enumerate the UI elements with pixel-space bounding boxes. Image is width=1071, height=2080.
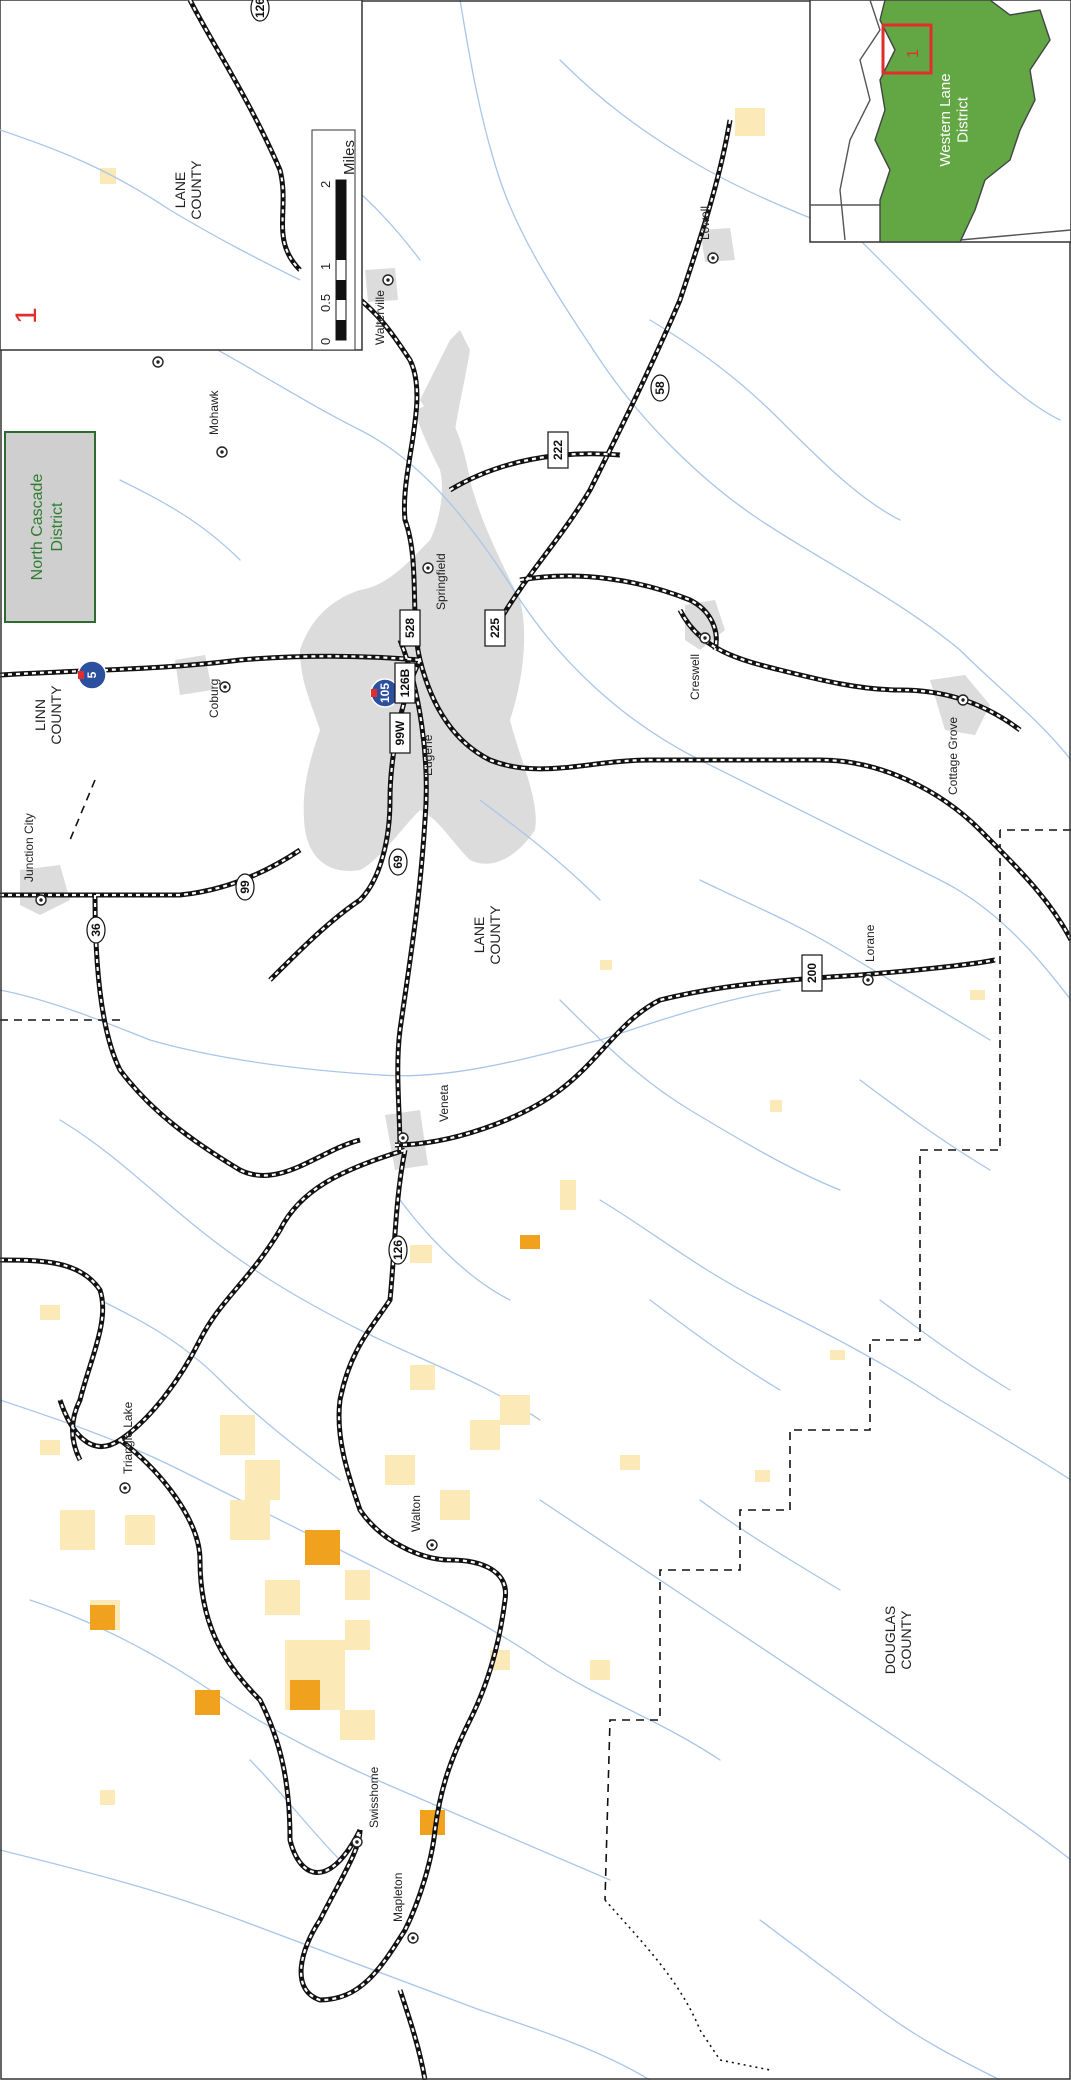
svg-text:99W: 99W — [393, 720, 407, 745]
mapleton-dot — [407, 1932, 419, 1944]
lowell-dot — [707, 252, 719, 264]
junction-city-urban-area — [20, 865, 70, 915]
western-lane-district-shape — [874, 0, 1051, 243]
junction-city-label: Junction City — [22, 813, 36, 882]
svg-text:126B: 126B — [398, 668, 412, 697]
svg-text:5: 5 — [85, 671, 99, 678]
interstate-105-shield: 105 — [370, 678, 400, 708]
swisshome-dot — [351, 1836, 363, 1848]
highway-99w-shield: 99W — [389, 712, 411, 754]
managed-parcels — [40, 108, 985, 1835]
svg-text:225: 225 — [488, 618, 502, 638]
svg-text:69: 69 — [391, 855, 405, 869]
mapleton-label: Mapleton — [391, 1873, 405, 1922]
highway-222-shield: 222 — [547, 431, 569, 469]
cottage-grove-urban-area — [930, 675, 990, 735]
highway-36-shield: 36 — [86, 916, 106, 944]
walterville-dot — [382, 274, 394, 286]
mohawk-dot — [216, 446, 228, 458]
scale-panel-box — [0, 0, 363, 351]
lowell-urban-area — [700, 228, 735, 262]
county-label-lane: LANECOUNTY — [471, 905, 503, 965]
mohawk-label: Mohawk — [207, 389, 221, 435]
locator-page-box — [881, 23, 933, 75]
highway-shields: 126 5 58 222 528 225 105 — [77, 0, 823, 1265]
triangle-lake-label: Triangle Lake — [121, 1401, 135, 1474]
svg-text:222: 222 — [551, 440, 565, 460]
north-cascade-district-line1: North Cascade — [29, 474, 46, 581]
county-label-douglas: DOUGLASCOUNTY — [882, 1606, 914, 1674]
svg-text:200: 200 — [805, 963, 819, 983]
scale-tick-0: 0 — [318, 338, 333, 345]
highway-528-shield: 528 — [399, 609, 421, 647]
svg-text:126: 126 — [391, 1240, 405, 1260]
scale-bar-box — [311, 129, 356, 351]
svg-text:36: 36 — [89, 923, 103, 937]
highway-99-shield: 99 — [235, 873, 255, 901]
svg-text:126: 126 — [253, 0, 267, 18]
lorane-label: Lorane — [863, 924, 877, 962]
county-label-lane-inset: LANECOUNTY — [172, 160, 204, 220]
svg-text:99: 99 — [238, 880, 252, 894]
city-labels: Walterville Lowell Mohawk Coburg Springf… — [22, 206, 960, 1922]
springfield-label: Springfield — [434, 553, 448, 610]
walton-label: Walton — [409, 1495, 423, 1532]
walton-dot — [426, 1539, 438, 1551]
neighbor-district: North Cascade District — [4, 431, 96, 623]
springfield-urban-area — [420, 330, 470, 430]
county-boundaries — [0, 779, 1071, 2071]
locator-district-label: Western LaneDistrict — [937, 73, 971, 166]
locator-page-marker: 1 — [905, 49, 922, 58]
coburg-label: Coburg — [207, 679, 221, 718]
veneta-dot — [397, 1132, 409, 1144]
highway-69-shield: 69 — [388, 848, 408, 876]
svg-text:528: 528 — [403, 618, 417, 638]
cottage-grove-label: Cottage Grove — [946, 717, 960, 795]
locator-inset: 1 Western LaneDistrict — [809, 0, 1071, 243]
scale-tick-2: 2 — [318, 181, 333, 188]
county-labels: LANECOUNTY LINNCOUNTY DOUGLASCOUNTY — [32, 685, 914, 1674]
north-cascade-district-line2: District — [49, 502, 66, 551]
scale-unit-label: Miles — [341, 140, 358, 175]
lowell-label: Lowell — [698, 206, 712, 240]
highway-126b-shield: 126B — [394, 662, 416, 704]
walterville-label: Walterville — [373, 290, 387, 345]
highway-126-shield-top: 126 — [250, 0, 270, 22]
veneta-label: Veneta — [437, 1084, 451, 1122]
cottage-grove-dot — [957, 694, 969, 706]
junction-city-dot — [35, 894, 47, 906]
north-cascade-district-area — [4, 431, 96, 623]
scale-panel: 1 LANECOUNTY 0 0.5 1 2 Miles — [0, 0, 363, 351]
page-number: 1 — [10, 307, 43, 324]
swisshome-label: Swisshome — [367, 1766, 381, 1828]
extra-city-dot — [152, 356, 164, 368]
springfield-dot — [422, 562, 434, 574]
creswell-dot — [699, 632, 711, 644]
highway-58-shield: 58 — [650, 374, 670, 402]
svg-text:105: 105 — [378, 683, 392, 703]
scale-tick-1: 1 — [318, 263, 333, 270]
eugene-label: Eugene — [421, 734, 435, 776]
lorane-dot — [862, 974, 874, 986]
interstate-5-shield: 5 — [77, 660, 107, 690]
triangle-lake-dot — [119, 1482, 131, 1494]
scale-tick-0-5: 0.5 — [318, 294, 333, 312]
highway-225-shield: 225 — [484, 609, 506, 647]
coburg-dot — [219, 681, 231, 693]
creswell-label: Creswell — [688, 654, 702, 700]
highway-200-shield: 200 — [801, 954, 823, 992]
highway-126-shield: 126 — [388, 1235, 408, 1265]
svg-text:58: 58 — [653, 381, 667, 395]
county-label-linn: LINNCOUNTY — [32, 685, 64, 745]
